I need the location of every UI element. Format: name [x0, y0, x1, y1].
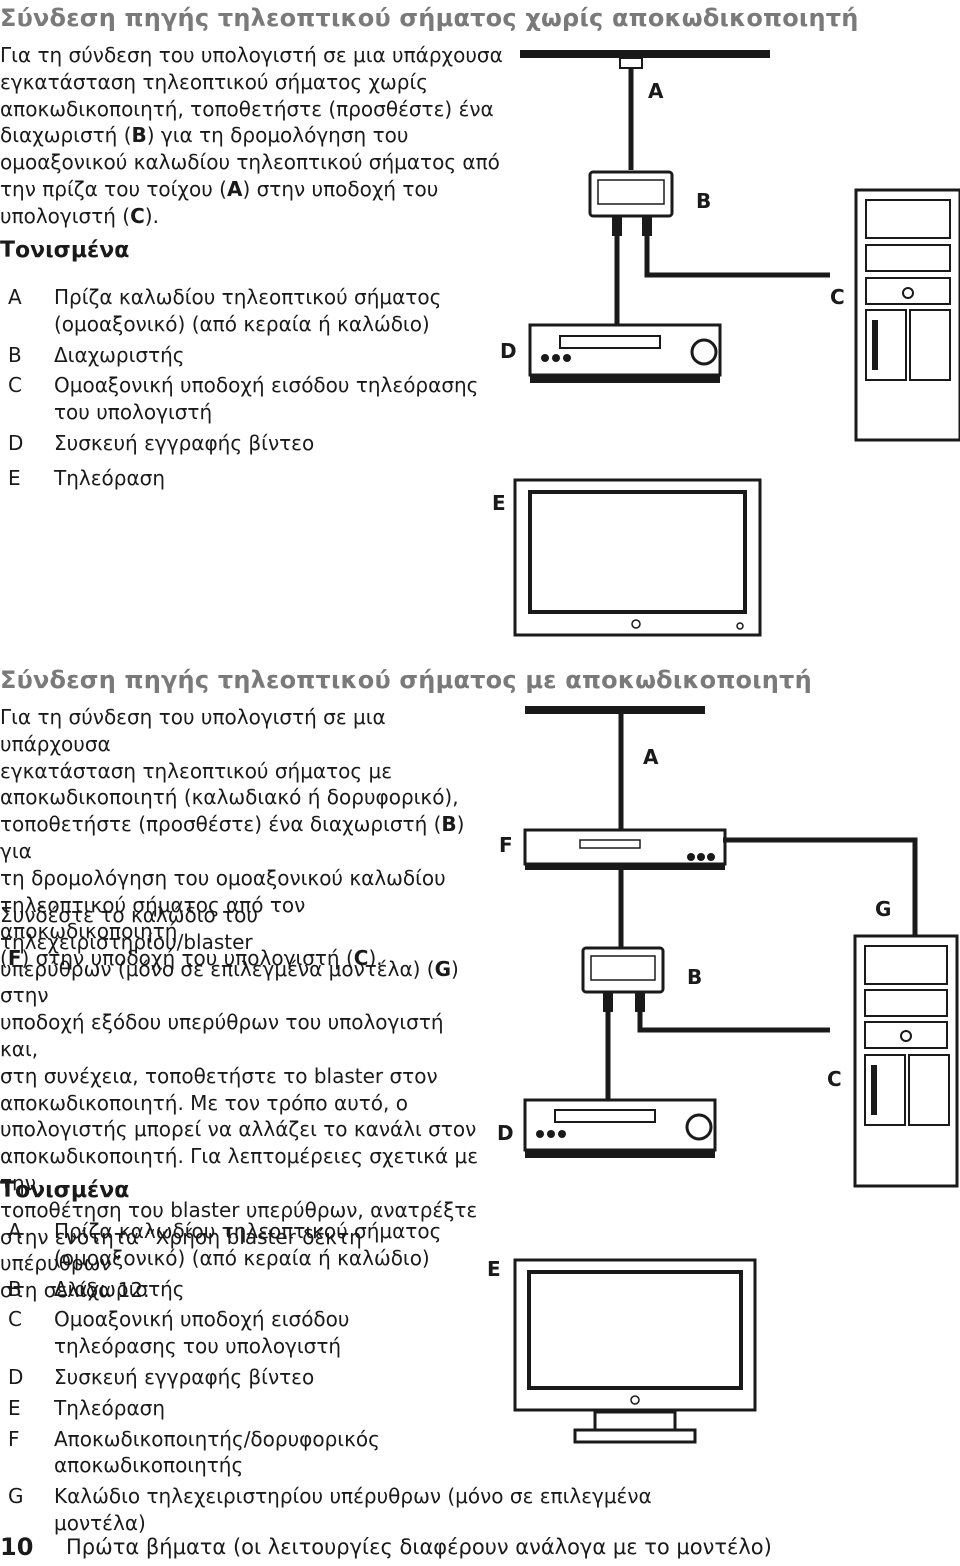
fig2-label-g: G: [875, 897, 891, 921]
vcr-icon: [528, 323, 722, 383]
fig2-label-b: B: [687, 965, 702, 989]
fig2-label-a: A: [643, 745, 659, 769]
tv-icon: [513, 478, 762, 637]
section2-blaster-text: Συνδέστε το καλώδιο του τηλεχειριστηρίου…: [0, 903, 479, 1303]
section2-legend-title: Τονισμένα: [0, 1178, 130, 1203]
diagram-with-cable-box: A F G B C D E: [487, 706, 959, 1444]
section1-intro: Για τη σύνδεση του υπολογιστή σε μια υπά…: [0, 43, 503, 228]
footer-text: Πρώτα βήματα (οι λειτουργίες διαφέρουν α…: [66, 1535, 772, 1559]
section1-title: Σύνδεση πηγής τηλεοπτικού σήματος χωρίς …: [0, 4, 859, 32]
cable-box-icon: [523, 828, 727, 870]
wall-outlet-icon: [520, 50, 770, 69]
fig1-label-b: B: [696, 189, 711, 213]
vcr-icon: [523, 1098, 717, 1158]
section2-intro: Για τη σύνδεση του υπολογιστή σε μια υπά…: [0, 705, 465, 971]
tv-icon: [513, 1258, 757, 1444]
fig1-label-e: E: [492, 491, 506, 515]
fig2-label-d: D: [497, 1121, 514, 1145]
section1-legend-title: Τονισμένα: [0, 238, 130, 263]
fig2-label-f: F: [499, 833, 513, 857]
fig1-label-a: A: [648, 79, 664, 103]
page-number: 10: [0, 1533, 34, 1561]
computer-tower-icon: [854, 188, 960, 442]
wall-outlet-icon: [525, 706, 705, 714]
fig2-label-c: C: [827, 1067, 842, 1091]
section2-title: Σύνδεση πηγής τηλεοπτικού σήματος με απο…: [0, 666, 812, 694]
fig1-label-c: C: [830, 285, 845, 309]
computer-tower-icon: [853, 934, 959, 1188]
diagram-without-cable-box: A B C D E: [492, 50, 960, 637]
splitter-icon: [588, 170, 674, 236]
fig2-label-e: E: [487, 1257, 501, 1281]
splitter-icon: [581, 946, 665, 1012]
fig1-label-d: D: [500, 339, 517, 363]
